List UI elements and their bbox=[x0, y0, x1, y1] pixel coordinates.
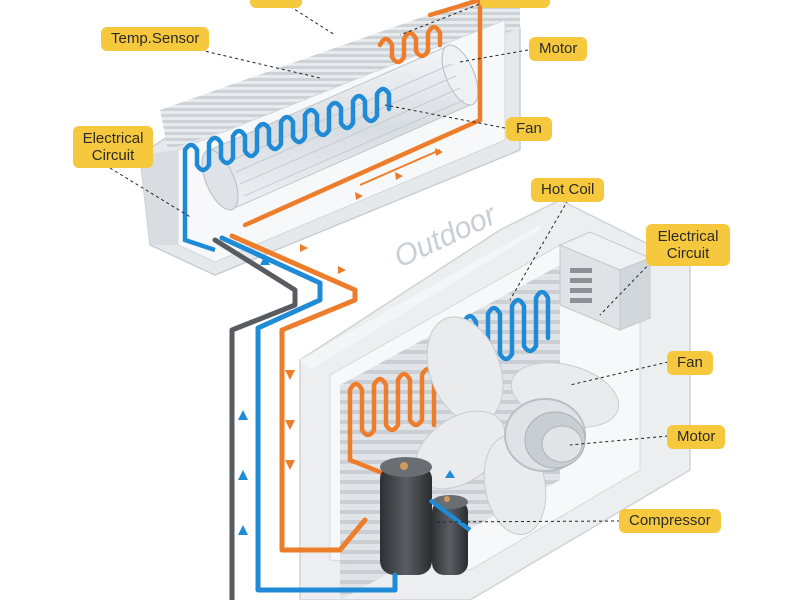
indoor-hot-coil bbox=[242, 0, 483, 228]
callout-hot-coil: Hot Coil bbox=[531, 178, 605, 202]
indoor-side-panel bbox=[140, 150, 178, 245]
callout-partial-left bbox=[250, 0, 302, 8]
indoor-hot-arrows bbox=[359, 149, 441, 186]
callout-partial-right bbox=[480, 0, 550, 8]
indoor-cold-riser bbox=[182, 180, 216, 253]
dark-pipe bbox=[212, 237, 298, 600]
outdoor-motor bbox=[504, 398, 586, 472]
callout-outdoor-electrical-circuit: Electrical Circuit bbox=[646, 224, 730, 266]
callout-temp-sensor: Temp.Sensor bbox=[101, 27, 210, 51]
callout-indoor-motor: Motor bbox=[529, 37, 588, 61]
outdoor-electrical-box bbox=[558, 231, 652, 331]
indoor-cold-coil bbox=[182, 86, 392, 183]
callout-compressor: Compressor bbox=[619, 509, 721, 533]
connecting-pipes bbox=[212, 233, 398, 600]
callout-indoor-fan: Fan bbox=[506, 117, 552, 141]
leader-lines bbox=[109, 0, 669, 523]
callout-outdoor-motor: Motor bbox=[667, 425, 726, 449]
cold-pipe bbox=[219, 235, 398, 593]
flow-arrows bbox=[238, 244, 346, 535]
outdoor-hot-coil bbox=[347, 366, 437, 438]
outdoor-pipe-link bbox=[428, 498, 472, 532]
hot-pipe bbox=[229, 233, 368, 553]
callout-indoor-electrical-circuit: Electrical Circuit bbox=[73, 126, 153, 168]
indoor-unit bbox=[139, 0, 521, 276]
callout-outdoor-fan: Fan bbox=[667, 351, 713, 375]
outdoor-unit bbox=[299, 199, 691, 600]
